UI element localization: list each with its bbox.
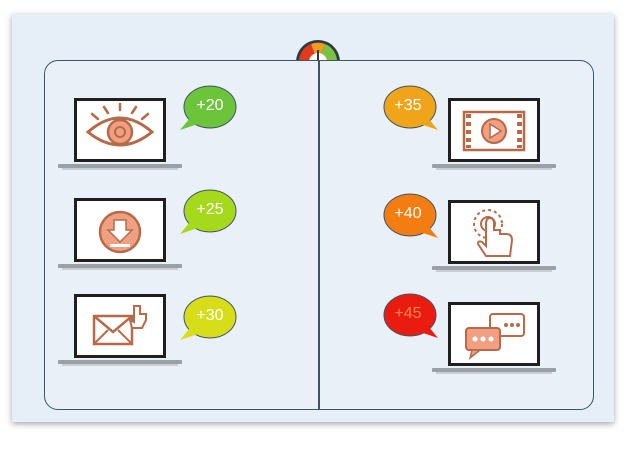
score-bubble-video: +35 — [380, 84, 440, 134]
laptop-download — [58, 198, 188, 278]
score-label: +45 — [394, 305, 422, 322]
laptop-base — [432, 266, 556, 270]
chat-bubbles-icon — [465, 313, 525, 360]
hand-click-icon — [473, 209, 514, 257]
laptop-base — [432, 164, 556, 168]
score-bubble-chat: +45 — [380, 292, 440, 342]
laptop-base-shadow — [436, 270, 552, 272]
score-label: +40 — [394, 205, 422, 222]
score-label: +30 — [196, 307, 224, 324]
laptop-view — [58, 98, 188, 178]
score-label: +25 — [196, 201, 224, 218]
eye-icon — [85, 102, 155, 147]
download-icon — [98, 210, 142, 254]
score-bubble-click: +40 — [380, 192, 440, 242]
gauge-icon — [296, 40, 340, 62]
score-bubble-view: +20 — [178, 84, 238, 134]
laptop-base-shadow — [62, 268, 178, 270]
laptop-email — [58, 294, 188, 374]
video-play-icon — [462, 110, 526, 152]
laptop-base — [58, 164, 182, 168]
panel-divider — [318, 60, 320, 410]
laptop-base-shadow — [436, 372, 552, 374]
laptop-video — [432, 98, 562, 178]
score-bubble-download: +25 — [178, 188, 238, 238]
laptop-click — [432, 200, 562, 280]
score-label: +35 — [394, 97, 422, 114]
laptop-base — [58, 264, 182, 268]
laptop-base-shadow — [62, 168, 178, 170]
score-label: +20 — [196, 97, 224, 114]
laptop-chat — [432, 302, 562, 382]
laptop-base-shadow — [436, 168, 552, 170]
score-bubble-email: +30 — [178, 294, 238, 344]
laptop-base — [432, 368, 556, 372]
email-click-icon — [92, 305, 147, 346]
laptop-base-shadow — [62, 364, 178, 366]
laptop-base — [58, 360, 182, 364]
